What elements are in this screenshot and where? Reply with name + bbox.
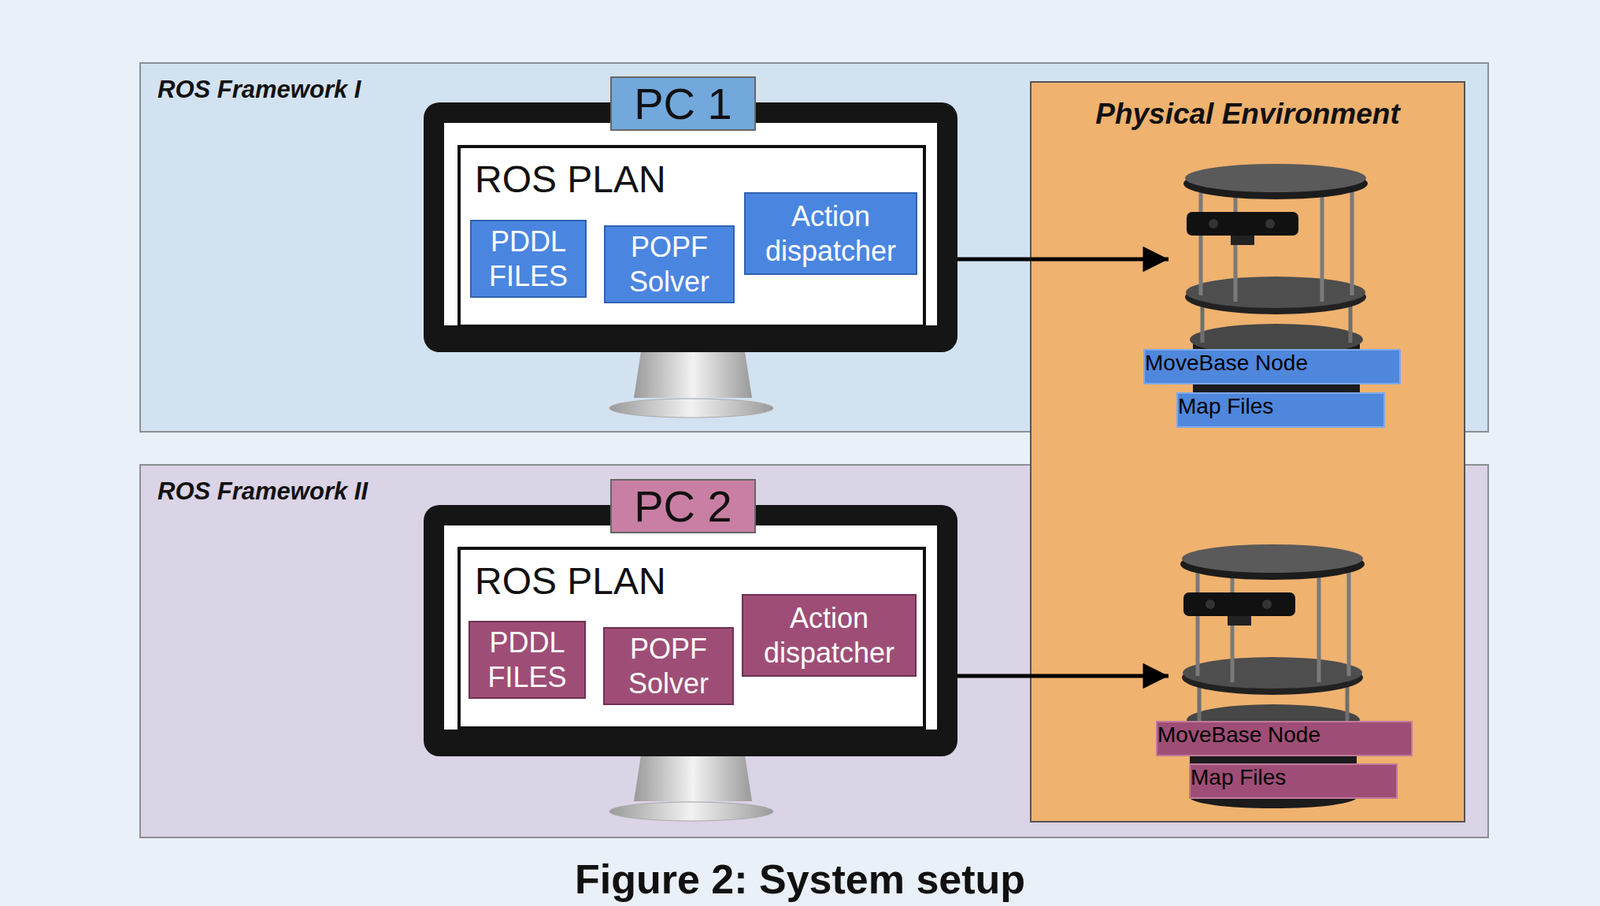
box-label: POPF Solver: [611, 229, 727, 298]
band-title: ROS Framework II: [157, 477, 368, 506]
robot-label-box: Map Files: [1188, 762, 1398, 799]
robot-label-box: Map Files: [1176, 392, 1386, 428]
box-label: Map Files: [1190, 764, 1397, 790]
component-box: Action dispatcher: [741, 593, 917, 677]
section-title: ROS PLAN: [474, 559, 667, 603]
environment-panel: [1030, 81, 1465, 822]
dispatch-arrow: [957, 257, 1169, 262]
component-box: POPF Solver: [603, 626, 734, 705]
box-label: PDDL FILES: [476, 625, 578, 693]
box-label: Action dispatcher: [749, 600, 909, 669]
pc-label: PC 1: [610, 76, 756, 131]
component-box: Action dispatcher: [744, 192, 918, 275]
environment-panel: Physical EnvironmentMoveBase NodeMap Fil…: [1030, 81, 1465, 822]
band-title: ROS Framework I: [157, 75, 361, 104]
monitor-stand: [609, 346, 774, 418]
box-label: MoveBase Node: [1144, 350, 1400, 376]
component-box: PDDL FILES: [468, 620, 586, 699]
pc-label: PC 2: [610, 478, 756, 534]
box-label: Map Files: [1177, 393, 1384, 419]
section-title: ROS PLAN: [474, 157, 667, 201]
robot-label-box: MoveBase Node: [1155, 720, 1413, 756]
component-box: POPF Solver: [603, 225, 735, 304]
robot-label-box: MoveBase Node: [1143, 348, 1401, 385]
box-label: Action dispatcher: [751, 199, 910, 267]
panel-title: Physical Environment: [1030, 97, 1465, 131]
box-label: POPF Solver: [611, 631, 726, 700]
monitor-stand: [609, 749, 774, 821]
pc-monitor: PC 2ROS PLANPDDL FILESPOPF SolverAction …: [423, 504, 958, 756]
dispatch-arrow: [957, 674, 1169, 678]
turtlebot-robot: [1183, 163, 1368, 428]
box-label: MoveBase Node: [1157, 722, 1412, 748]
component-box: PDDL FILES: [470, 219, 587, 298]
box-label: PDDL FILES: [477, 224, 579, 293]
ros-plan-box: ROS PLAN PDDL FILES POPF Solver Action disp…: [457, 144, 926, 328]
ros-plan-box: ROS PLAN PDDL FILES POPF Solver Action disp…: [457, 546, 926, 730]
figure-caption: Figure 2: System setup: [0, 855, 1600, 903]
pc-monitor: PC 1ROS PLANPDDL FILESPOPF SolverAction …: [423, 102, 958, 352]
